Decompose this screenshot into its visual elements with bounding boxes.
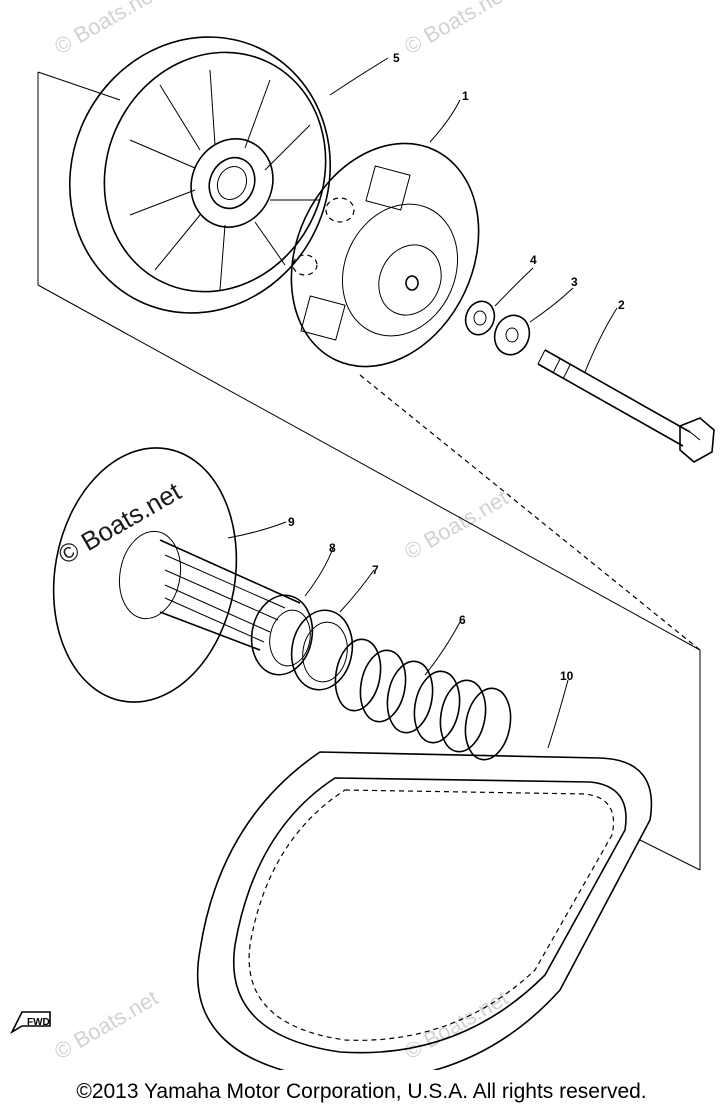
callout-6: 6 xyxy=(459,613,466,627)
callout-5: 5 xyxy=(393,51,400,65)
copyright-notice: ©2013 Yamaha Motor Corporation, U.S.A. A… xyxy=(76,1080,647,1103)
part-6-spring xyxy=(334,638,512,761)
perspective-frame xyxy=(37,71,701,871)
watermark-middle-right: © Boats.net xyxy=(400,485,512,564)
callout-7: 7 xyxy=(372,563,379,577)
watermark-bottom-right: © Boats.net xyxy=(400,985,512,1064)
callout-9: 9 xyxy=(288,515,295,529)
watermark-bottom-left: © Boats.net xyxy=(50,985,162,1064)
callout-3: 3 xyxy=(571,275,578,289)
part-4-washer xyxy=(464,300,496,336)
callout-8: 8 xyxy=(329,541,336,555)
part-3-washer xyxy=(493,314,531,356)
callout-2: 2 xyxy=(618,298,625,312)
part-10-drive-belt xyxy=(196,751,653,1070)
part-7-ring xyxy=(290,609,354,691)
watermark-top-left: © Boats.net xyxy=(50,0,162,59)
callout-10: 10 xyxy=(560,669,574,683)
part-9-fixed-sheave xyxy=(52,447,301,703)
callout-4: 4 xyxy=(530,253,537,267)
part-8-bearing xyxy=(250,594,314,676)
part-1-movable-sheave xyxy=(290,142,480,368)
fwd-label: FWD xyxy=(27,1017,50,1028)
part-5-outer-sheave xyxy=(68,36,332,314)
callout-1: 1 xyxy=(462,89,469,103)
fwd-arrow-icon: FWD xyxy=(10,1011,51,1035)
part-2-bolt xyxy=(537,349,715,463)
leader-lines xyxy=(227,57,618,749)
exploded-parts-diagram: © Boats.net © Boats.net © Boats.net © Bo… xyxy=(10,0,715,1070)
watermark-layer: © Boats.net © Boats.net © Boats.net © Bo… xyxy=(50,0,512,1064)
callout-labels: 5 1 4 3 2 9 8 7 6 10 xyxy=(288,51,625,683)
watermark-top-right: © Boats.net xyxy=(400,0,512,59)
